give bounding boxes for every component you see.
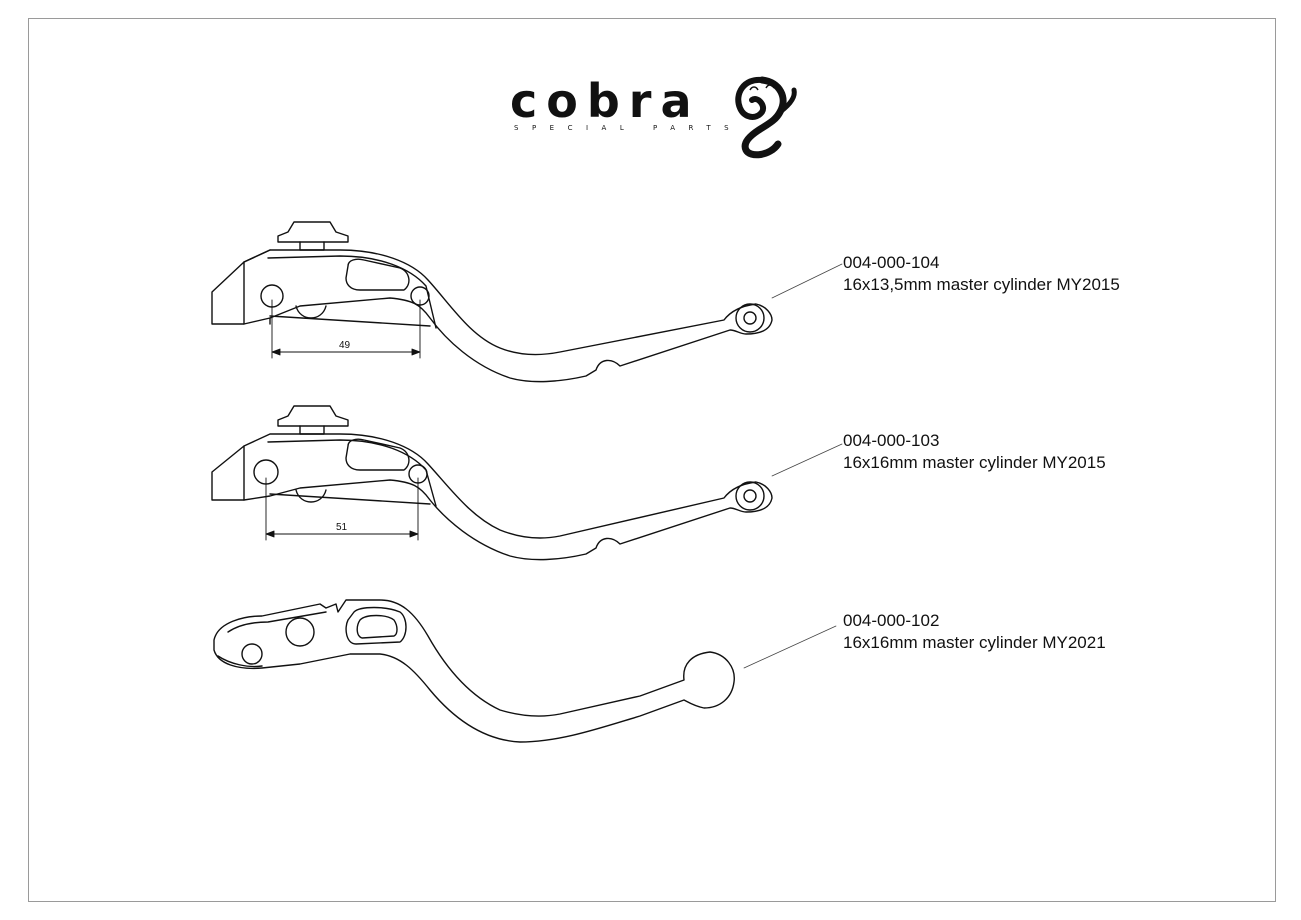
part-label-103: 004-000-103 16x16mm master cylinder MY20…: [843, 430, 1106, 474]
drawing-frame: [28, 18, 1276, 902]
logo-wordmark: cobra: [510, 74, 701, 128]
dimension-51-label: 51: [336, 522, 348, 533]
cobra-snake-icon: [735, 76, 797, 159]
part-description: 16x16mm master cylinder MY2015: [843, 453, 1106, 472]
part-code: 004-000-104: [843, 253, 940, 272]
lever-004-000-102: [213, 599, 837, 743]
lever-004-000-104: [211, 221, 843, 383]
part-code: 004-000-103: [843, 431, 940, 450]
cobra-logo: cobra SPECIAL PARTS: [510, 70, 810, 160]
part-code: 004-000-102: [843, 611, 940, 630]
part-description: 16x16mm master cylinder MY2021: [843, 633, 1106, 652]
part-label-102: 004-000-102 16x16mm master cylinder MY20…: [843, 610, 1106, 654]
dimension-49-label: 49: [339, 340, 351, 351]
part-description: 16x13,5mm master cylinder MY2015: [843, 275, 1120, 294]
logo-tagline: SPECIAL PARTS: [514, 124, 743, 132]
part-label-104: 004-000-104 16x13,5mm master cylinder MY…: [843, 252, 1120, 296]
lever-004-000-103: [211, 405, 843, 561]
